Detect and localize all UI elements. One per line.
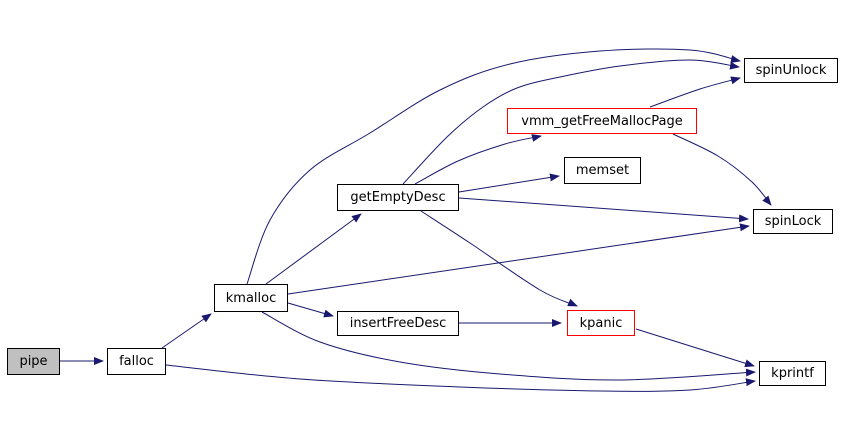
edge-getEmptyDesc-to-kpanic xyxy=(420,210,578,307)
edge-falloc-to-kprintf xyxy=(165,364,756,392)
node-label: getEmptyDesc xyxy=(350,190,446,205)
edge-falloc-to-kmalloc xyxy=(161,313,212,349)
edge-kmalloc-to-getEmptyDesc xyxy=(265,213,362,285)
edge-vmm_getFreeMallocPage-to-spinUnlock xyxy=(649,76,741,108)
node-falloc[interactable]: falloc xyxy=(107,348,166,375)
node-spinLock[interactable]: spinLock xyxy=(753,209,833,234)
node-pipe: pipe xyxy=(7,348,60,375)
node-label: insertFreeDesc xyxy=(349,316,447,331)
edge-getEmptyDesc-to-vmm_getFreeMallocPage xyxy=(414,134,542,185)
node-getEmptyDesc[interactable]: getEmptyDesc xyxy=(337,184,459,211)
edge-kpanic-to-kprintf xyxy=(635,328,755,368)
node-memset[interactable]: memset xyxy=(564,157,641,184)
node-label: memset xyxy=(575,163,630,178)
node-kmalloc[interactable]: kmalloc xyxy=(214,284,288,312)
edge-kmalloc-to-insertFreeDesc xyxy=(287,302,334,318)
edge-getEmptyDesc-to-memset xyxy=(458,173,560,193)
edge-getEmptyDesc-to-spinLock xyxy=(458,197,749,223)
node-kprintf[interactable]: kprintf xyxy=(759,361,826,386)
node-kpanic[interactable]: kpanic xyxy=(567,310,635,336)
node-label: pipe xyxy=(19,354,48,369)
node-vmm_getFreeMallocPage[interactable]: vmm_getFreeMallocPage xyxy=(507,108,697,134)
edge-vmm_getFreeMallocPage-to-spinLock xyxy=(672,133,772,206)
node-spinUnlock[interactable]: spinUnlock xyxy=(744,58,838,83)
node-label: kpanic xyxy=(579,315,623,331)
edge-getEmptyDesc-to-spinUnlock xyxy=(402,59,740,185)
node-label: kmalloc xyxy=(225,290,277,306)
node-label: spinLock xyxy=(764,214,822,229)
edge-kmalloc-to-kprintf xyxy=(261,311,756,381)
edge-kmalloc-to-spinLock xyxy=(287,223,750,295)
edge-kmalloc-to-spinUnlock xyxy=(246,48,741,285)
node-insertFreeDesc[interactable]: insertFreeDesc xyxy=(337,311,459,336)
node-label: kprintf xyxy=(771,366,814,381)
node-label: falloc xyxy=(119,354,154,369)
node-label: spinUnlock xyxy=(755,63,827,78)
node-label: vmm_getFreeMallocPage xyxy=(521,113,683,129)
